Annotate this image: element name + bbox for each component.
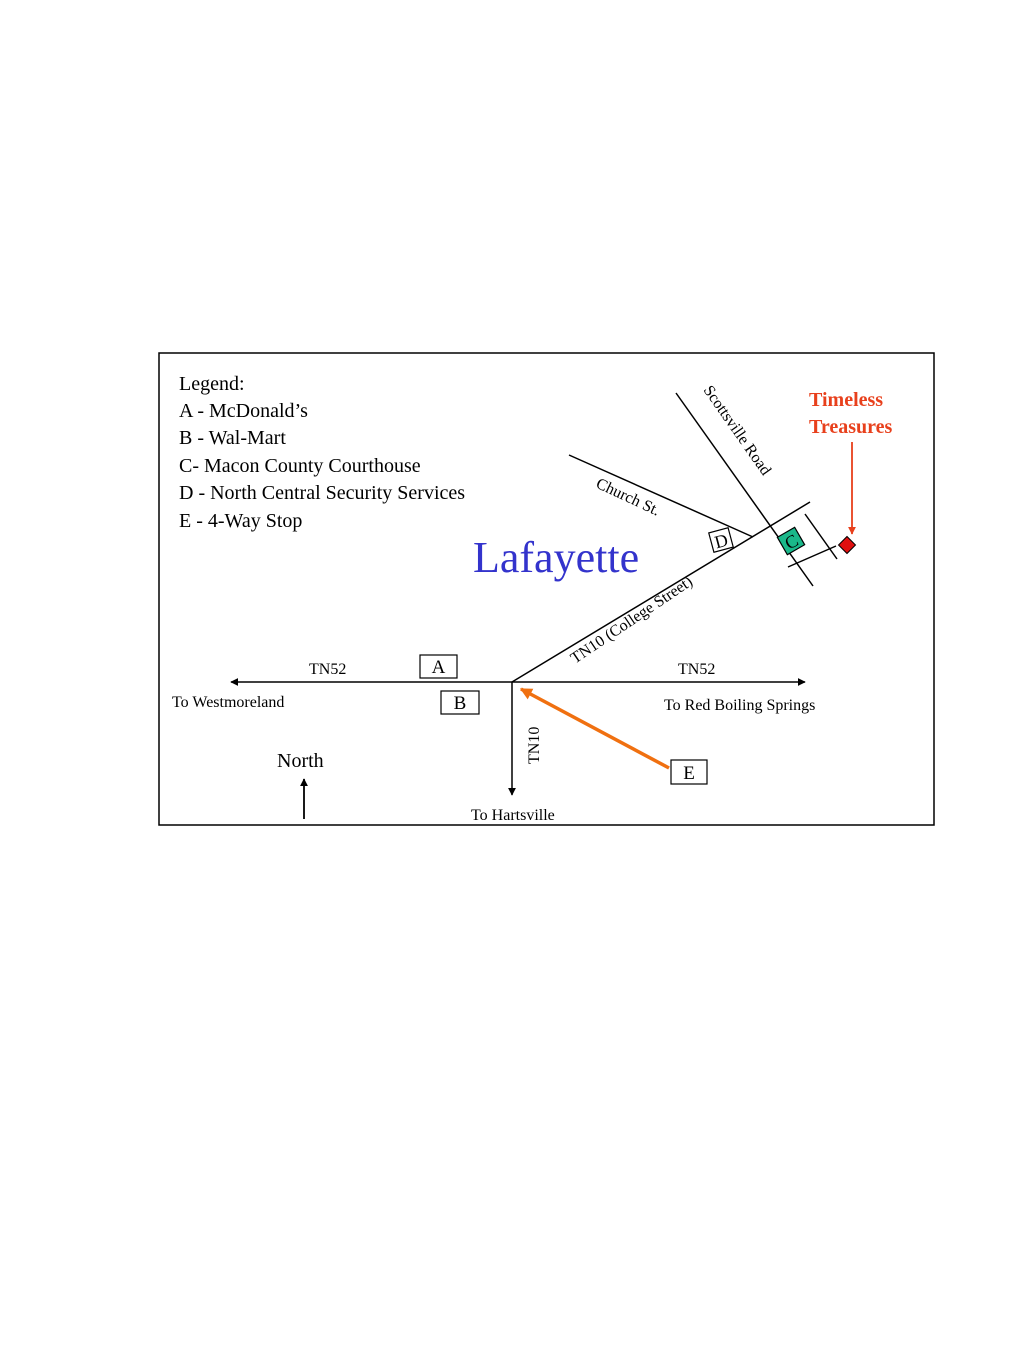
marker-e: E [670,759,708,785]
marker-b-label: B [454,693,467,714]
tn52-left-label: TN52 [309,661,346,678]
tn10-south-label: TN10 [526,727,543,764]
scottsville-road-label: Scottsville Road [700,383,774,479]
tn52-right-label: TN52 [678,661,715,678]
cross-street-2 [804,513,838,560]
marker-a: A [419,654,458,679]
legend-item-d: D - North Central Security Services [179,482,465,504]
destination-label-line1: Timeless [809,389,883,411]
legend-item-e: E - 4-Way Stop [179,510,302,532]
college-street-label: TN10 (College Street) [568,573,696,667]
roads [230,392,838,796]
marker-c: C [776,526,806,556]
destination-marker [837,535,857,555]
map-border [158,352,935,826]
destination-label-line2: Treasures [809,416,893,438]
church-street-road [568,454,754,538]
legend-item-a: A - McDonald’s [179,400,308,422]
cross-street-1 [787,545,837,568]
legend-item-b: B - Wal-Mart [179,427,286,449]
town-name: Lafayette [473,533,639,582]
to-hartsville-label: To Hartsville [471,807,555,824]
marker-a-label: A [432,657,446,678]
marker-d: D [708,527,734,553]
stop-arrow [519,687,670,770]
legend-title: Legend: [179,373,245,395]
legend-item-c: C- Macon County Courthouse [179,455,421,477]
legend: Legend: A - McDonald’s B - Wal-Mart C- M… [179,373,465,532]
marker-d-label: D [712,530,730,553]
to-westmoreland-label: To Westmoreland [172,694,284,711]
marker-e-label: E [683,763,695,784]
north-label: North [277,750,324,772]
marker-b: B [440,690,480,715]
scottsville-road [675,392,814,587]
to-red-boiling-springs-label: To Red Boiling Springs [664,697,815,714]
college-street-road [511,501,811,683]
